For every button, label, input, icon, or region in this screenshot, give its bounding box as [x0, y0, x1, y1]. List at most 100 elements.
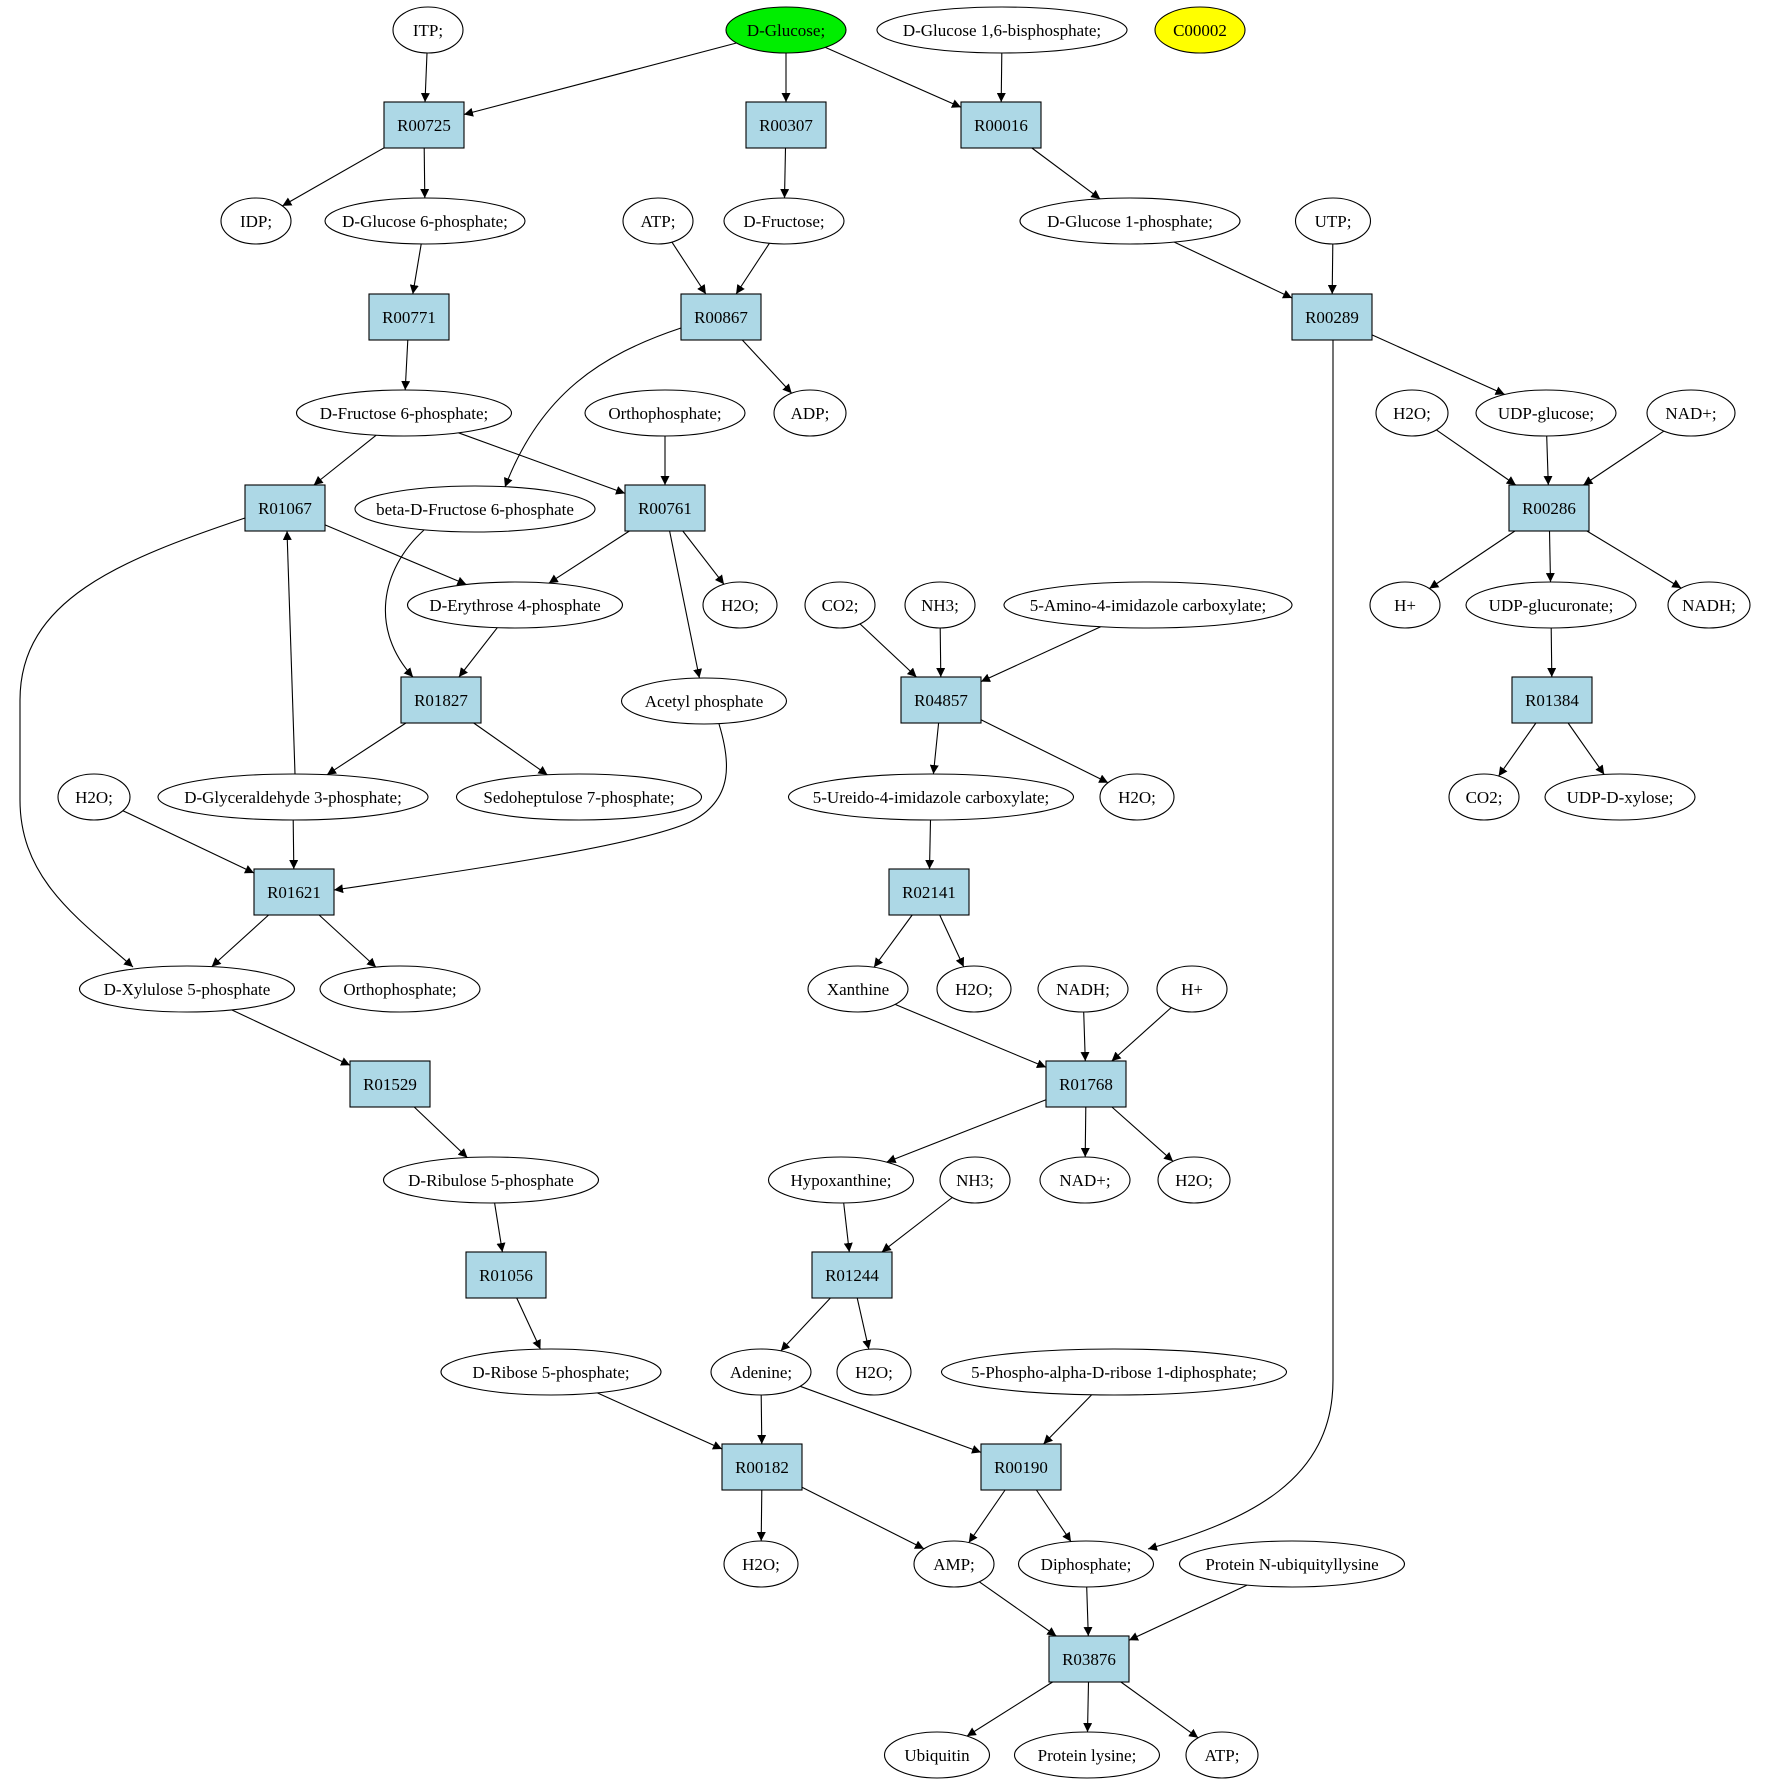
reaction-node-r00190[interactable]: R00190 — [980, 1443, 1062, 1491]
edge-R00761-to-acetylp — [669, 530, 703, 679]
compound-node-aica[interactable]: 5-Amino-4-imidazole carboxylate; — [1003, 581, 1293, 629]
compound-label: D-Fructose 6-phosphate; — [320, 404, 489, 423]
compound-ellipse — [702, 581, 778, 629]
compound-node-nadplus_b[interactable]: NAD+; — [1039, 1156, 1131, 1204]
compound-label: NH3; — [921, 596, 959, 615]
compound-node-udpglucuronate[interactable]: UDP-glucuronate; — [1465, 581, 1637, 629]
compound-node-nadh_b[interactable]: NADH; — [1037, 965, 1129, 1013]
compound-node-hplus_a[interactable]: H+ — [1369, 581, 1441, 629]
compound-node-g1p[interactable]: D-Glucose 1-phosphate; — [1019, 197, 1241, 245]
reaction-node-r00307[interactable]: R00307 — [745, 101, 827, 149]
compound-node-ubiquitin[interactable]: Ubiquitin — [883, 1731, 991, 1779]
compound-node-h2o_h[interactable]: H2O; — [723, 1540, 799, 1588]
reaction-node-r01768[interactable]: R01768 — [1045, 1060, 1127, 1108]
reaction-label: R01384 — [1525, 691, 1579, 710]
compound-node-protlys[interactable]: Protein lysine; — [1013, 1731, 1161, 1779]
compound-node-f6p[interactable]: D-Fructose 6-phosphate; — [295, 389, 513, 437]
edge-bdf6p-to-R01827 — [384, 529, 425, 678]
compound-node-ru5p[interactable]: D-Ribulose 5-phosphate — [382, 1156, 600, 1204]
reaction-node-r02141[interactable]: R02141 — [888, 868, 970, 916]
reaction-node-r01384[interactable]: R01384 — [1511, 676, 1593, 724]
reaction-node-r01529[interactable]: R01529 — [349, 1060, 431, 1108]
compound-node-nh3_a[interactable]: NH3; — [904, 581, 976, 629]
compound-node-h2o_d[interactable]: H2O; — [1099, 773, 1175, 821]
reaction-node-r01067[interactable]: R01067 — [244, 484, 326, 532]
compound-node-orthophosphate1[interactable]: Orthophosphate; — [584, 389, 746, 437]
compound-node-s7p[interactable]: Sedoheptulose 7-phosphate; — [455, 773, 703, 821]
compound-ellipse — [876, 6, 1128, 54]
compound-node-co2_a[interactable]: CO2; — [804, 581, 876, 629]
compound-node-amp[interactable]: AMP; — [913, 1540, 995, 1588]
compound-ellipse — [1294, 197, 1372, 245]
compound-node-nadplus_a[interactable]: NAD+; — [1646, 389, 1736, 437]
edge-R01067-to-e4p — [324, 524, 467, 586]
edge-R00867-to-adp — [741, 339, 793, 394]
compound-ellipse — [1017, 1540, 1155, 1588]
compound-node-co2_b[interactable]: CO2; — [1448, 773, 1520, 821]
reaction-node-r00182[interactable]: R00182 — [721, 1443, 803, 1491]
reaction-node-r04857[interactable]: R04857 — [900, 676, 982, 724]
compound-node-udpglucose[interactable]: UDP-glucose; — [1475, 389, 1617, 437]
reaction-node-r03876[interactable]: R03876 — [1048, 1635, 1130, 1683]
reaction-box — [980, 1443, 1062, 1491]
compound-node-x5p[interactable]: D-Xylulose 5-phosphate — [78, 965, 296, 1013]
compound-node-diphosphate[interactable]: Diphosphate; — [1017, 1540, 1155, 1588]
compound-node-atp1[interactable]: ATP; — [622, 197, 694, 245]
reaction-node-r00725[interactable]: R00725 — [383, 101, 465, 149]
compound-label: Hypoxanthine; — [790, 1171, 891, 1190]
compound-node-g3p[interactable]: D-Glyceraldehyde 3-phosphate; — [157, 773, 429, 821]
edge-g3p-to-R01621 — [289, 819, 299, 870]
edge-R01621-to-x5p — [211, 914, 269, 968]
compound-node-prpp[interactable]: 5-Phospho-alpha-D-ribose 1-diphosphate; — [940, 1348, 1288, 1396]
compound-label: 5-Phospho-alpha-D-ribose 1-diphosphate; — [971, 1363, 1257, 1382]
compound-node-dfructose[interactable]: D-Fructose; — [723, 197, 845, 245]
compound-node-e4p[interactable]: D-Erythrose 4-phosphate — [406, 581, 624, 629]
compound-node-xanthine[interactable]: Xanthine — [807, 965, 909, 1013]
compound-node-udpxylose[interactable]: UDP-D-xylose; — [1544, 773, 1696, 821]
compound-node-h2o_c[interactable]: H2O; — [57, 773, 131, 821]
compound-node-r5p[interactable]: D-Ribose 5-phosphate; — [440, 1348, 662, 1396]
compound-ellipse — [1154, 6, 1246, 54]
reaction-node-r00289[interactable]: R00289 — [1291, 293, 1373, 341]
compound-node-uica[interactable]: 5-Ureido-4-imidazole carboxylate; — [787, 773, 1075, 821]
compound-ellipse — [904, 581, 976, 629]
compound-ellipse — [723, 197, 845, 245]
compound-node-h2o_e[interactable]: H2O; — [936, 965, 1012, 1013]
reaction-node-r00867[interactable]: R00867 — [680, 293, 762, 341]
reaction-node-r00286[interactable]: R00286 — [1508, 484, 1590, 532]
compound-node-h2o_b[interactable]: H2O; — [702, 581, 778, 629]
reaction-node-r00016[interactable]: R00016 — [960, 101, 1042, 149]
compound-node-g16bp[interactable]: D-Glucose 1,6-bisphosphate; — [876, 6, 1128, 54]
compound-node-adp[interactable]: ADP; — [773, 389, 847, 437]
edge-R01067-to-x5p — [19, 517, 246, 968]
compound-node-hplus_b[interactable]: H+ — [1156, 965, 1228, 1013]
reaction-node-r00761[interactable]: R00761 — [624, 484, 706, 532]
compound-ellipse — [1156, 965, 1228, 1013]
compound-node-nadh_a[interactable]: NADH; — [1667, 581, 1751, 629]
compound-node-acetylp[interactable]: Acetyl phosphate — [620, 677, 788, 725]
compound-node-atp2[interactable]: ATP; — [1185, 1731, 1259, 1779]
reaction-node-r01056[interactable]: R01056 — [465, 1251, 547, 1299]
compound-node-dglucose[interactable]: D-Glucose; — [725, 6, 847, 54]
compound-node-nh3_b[interactable]: NH3; — [939, 1156, 1011, 1204]
compound-node-orthophosphate2[interactable]: Orthophosphate; — [319, 965, 481, 1013]
compound-label: beta-D-Fructose 6-phosphate — [376, 500, 574, 519]
compound-node-protubq[interactable]: Protein N-ubiquityllysine — [1178, 1540, 1406, 1588]
compound-node-c00002[interactable]: C00002 — [1154, 6, 1246, 54]
compound-ellipse — [1185, 1731, 1259, 1779]
compound-node-utp[interactable]: UTP; — [1294, 197, 1372, 245]
compound-node-h2o_a[interactable]: H2O; — [1375, 389, 1449, 437]
compound-node-itp[interactable]: ITP; — [392, 6, 464, 54]
compound-node-bdf6p[interactable]: beta-D-Fructose 6-phosphate — [354, 485, 596, 533]
reaction-node-r00771[interactable]: R00771 — [368, 293, 450, 341]
edge-nh3_a-to-R04857 — [936, 627, 946, 678]
compound-node-idp[interactable]: IDP; — [220, 197, 292, 245]
compound-node-hypoxanthine[interactable]: Hypoxanthine; — [767, 1156, 915, 1204]
compound-node-adenine[interactable]: Adenine; — [710, 1348, 812, 1396]
reaction-node-r01827[interactable]: R01827 — [400, 676, 482, 724]
compound-node-h2o_f[interactable]: H2O; — [1157, 1156, 1231, 1204]
reaction-node-r01244[interactable]: R01244 — [811, 1251, 893, 1299]
reaction-node-r01621[interactable]: R01621 — [253, 868, 335, 916]
compound-node-h2o_g[interactable]: H2O; — [836, 1348, 912, 1396]
compound-node-g6p[interactable]: D-Glucose 6-phosphate; — [324, 197, 526, 245]
